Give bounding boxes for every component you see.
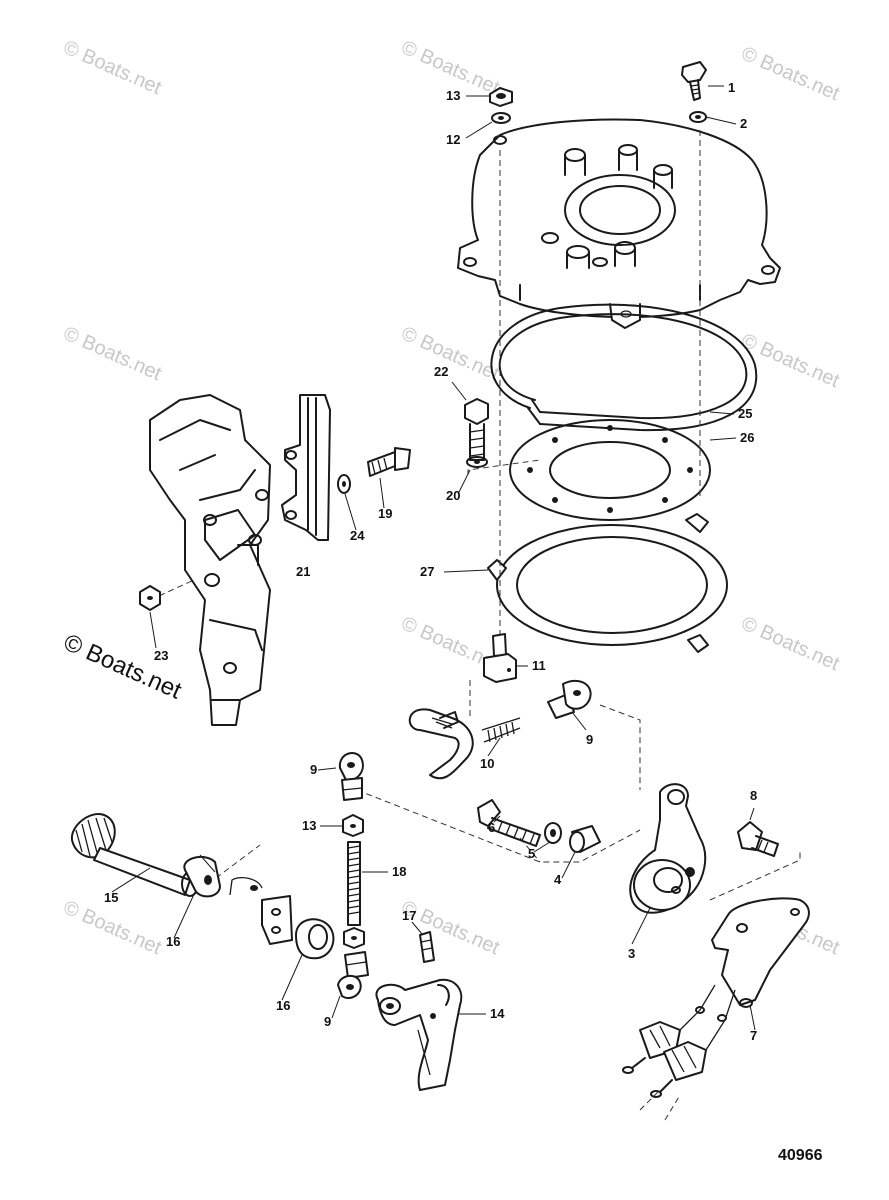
callout-c26: 26 (740, 430, 754, 445)
link-rod-10 (408, 708, 521, 780)
callout-c19: 19 (378, 506, 392, 521)
callout-c13b: 13 (302, 818, 316, 833)
callout-c16b: 16 (276, 998, 290, 1013)
fitting-11 (483, 633, 517, 683)
callout-c17: 17 (402, 908, 416, 923)
callout-c8: 8 (750, 788, 757, 803)
callout-c1: 1 (728, 80, 735, 95)
ball-joint-9-upper (547, 679, 592, 719)
callout-c25: 25 (738, 406, 752, 421)
nut-13-middle (342, 814, 364, 837)
gasket-26 (509, 419, 711, 521)
watermark-text: © Boats.net (60, 896, 165, 959)
watermark-text: © Boats.net (60, 36, 165, 99)
ring-25 (490, 303, 758, 432)
callout-c22: 22 (434, 364, 448, 379)
watermark-text: © Boats.net (738, 42, 843, 105)
callout-c9a: 9 (586, 732, 593, 747)
ball-joint-9-middle (338, 752, 364, 801)
washer-12 (491, 112, 511, 124)
callout-c9c: 9 (324, 1014, 331, 1029)
watermark-text: © Boats.net (60, 322, 165, 385)
callout-c9b: 9 (310, 762, 317, 777)
washer-2 (689, 111, 707, 123)
nut-13-top (489, 87, 513, 107)
callout-c16a: 16 (166, 934, 180, 949)
figure-number: 40966 (778, 1147, 823, 1164)
callout-c21: 21 (296, 564, 310, 579)
callout-c13a: 13 (446, 88, 460, 103)
screw-19 (367, 447, 411, 477)
watermark-main: © Boats.net (60, 629, 186, 705)
stud-18 (347, 841, 361, 926)
callout-c5: 5 (528, 846, 535, 861)
callout-c2: 2 (740, 116, 747, 131)
screw-1 (681, 61, 707, 101)
callout-c15: 15 (104, 890, 118, 905)
callout-c24: 24 (350, 528, 365, 543)
callout-c6: 6 (488, 820, 495, 835)
callout-c7: 7 (750, 1028, 757, 1043)
nut-23 (139, 585, 161, 611)
gasket-27 (487, 513, 728, 653)
callout-c4: 4 (554, 872, 562, 887)
washer-20 (466, 456, 488, 468)
watermark-text: © Boats.net (398, 896, 503, 959)
callout-c3: 3 (628, 946, 635, 961)
callout-c27: 27 (420, 564, 434, 579)
switch-assembly (622, 984, 736, 1121)
pin-17 (419, 931, 435, 963)
bolt-22 (464, 398, 489, 461)
clip-16-left (183, 854, 221, 898)
callout-c18: 18 (392, 864, 406, 879)
leader-lines (111, 85, 756, 1031)
washer-24 (337, 474, 351, 494)
spacer-4 (569, 825, 601, 853)
washer-5 (544, 822, 562, 844)
engine-block-left (149, 394, 271, 726)
watermark-text: © Boats.net (398, 322, 503, 385)
nut-stud-lower (343, 927, 365, 949)
screw-8 (737, 821, 779, 857)
callout-c20: 20 (446, 488, 460, 503)
ball-joint-9-lower (337, 951, 369, 1000)
callout-c14: 14 (490, 1006, 505, 1021)
switch-bracket-7 (711, 897, 810, 1008)
callout-c12: 12 (446, 132, 460, 147)
callout-c10: 10 (480, 756, 494, 771)
throttle-lever-14 (375, 978, 463, 1091)
callout-c23: 23 (154, 648, 168, 663)
support-bracket (229, 877, 293, 945)
housing-flange (457, 118, 781, 329)
watermark-text: © Boats.net (738, 612, 843, 675)
bracket-21 (281, 394, 331, 541)
knob-shaft-15 (70, 813, 199, 897)
callout-c11: 11 (532, 658, 546, 673)
throttle-cam-3 (629, 783, 707, 914)
bolt-6 (477, 799, 541, 847)
clip-16-lower (295, 918, 335, 960)
